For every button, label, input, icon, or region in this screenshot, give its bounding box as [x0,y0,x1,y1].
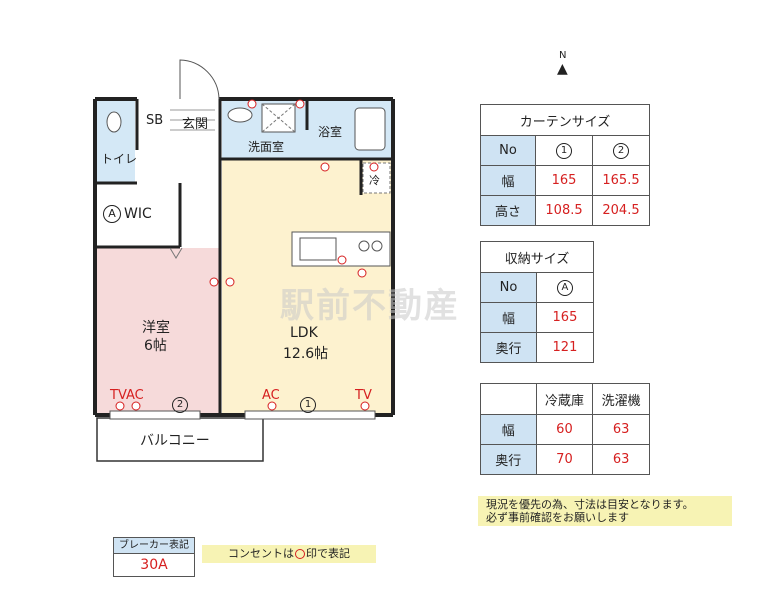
storage-table-title: 収納サイズ [480,241,594,273]
room-label-sb: SB [146,113,164,128]
table-row: 奥行 121 [480,332,595,363]
storage-table-header-no: No [480,272,537,303]
storage-table-header-a: A [535,272,595,303]
appliance-cell: 63 [592,444,650,475]
storage-cell: 165 [535,302,595,333]
appliance-table-corner [480,383,537,415]
appliance-row-label: 奥行 [480,444,537,475]
table-row: 奥行 70 63 [480,444,650,475]
room-label-bath: 浴室 [318,125,343,139]
stove-burner [371,240,383,252]
room-label-toilet: トイレ [101,152,138,166]
wic-marker: A [103,205,121,223]
curtain-row-label: 幅 [479,165,537,196]
breaker-box: ブレーカー表記 30A [113,537,195,577]
bathtub [354,107,386,151]
storage-row-label: 幅 [480,302,537,333]
compass-arrow-icon: ▲ [557,61,568,77]
curtain-cell: 165 [535,165,593,196]
table-row: 幅 60 63 [480,414,650,445]
floor-plan: SB 玄関 洗面室 浴室 トイレ A WIC 洋室 6帖 LDK 12.6帖 バ… [93,59,460,462]
label-ac-ldk: AC [262,388,280,403]
storage-cell: 121 [535,332,595,363]
fridge-label: 冷 [369,174,380,187]
room-label-western-name: 洋室 [142,320,170,336]
room-label-entrance: 玄関 [182,117,209,132]
appliance-cell: 63 [592,414,650,445]
dimension-note: 現況を優先の為、寸法は目安となります。 必ず事前確認をお願いします [478,496,732,526]
curtain-cell: 165.5 [592,165,650,196]
wash-basin [227,107,253,123]
room-label-wic: WIC [124,206,152,222]
table-row: 幅 165 165.5 [479,165,650,196]
western-room [97,248,219,413]
stove-burner [358,240,370,252]
ldk-room [222,160,391,413]
window-west [109,410,201,420]
table-row: 幅 165 [480,302,595,333]
curtain-table-header-1: 1 [535,135,593,166]
appliance-size-table: 冷蔵庫 洗濯機 幅 60 63 奥行 70 63 [480,383,650,475]
storage-row-label: 奥行 [480,332,537,363]
storage-size-table: 収納サイズ No A 幅 165 奥行 121 [480,241,595,363]
appliance-cell: 60 [535,414,594,445]
room-label-balcony: バルコニー [140,433,210,449]
appliance-cell: 70 [535,444,594,475]
appliance-table-header-washer: 洗濯機 [592,383,650,415]
curtain-row-label: 高さ [479,195,537,226]
appliance-row-label: 幅 [480,414,537,445]
label-tvac-western: TVAC [110,388,144,403]
watermark: 駅前不動産 [280,286,460,326]
room-label-western-size: 6帖 [144,338,167,354]
label-tv-ldk: TV [355,388,372,403]
curtain-cell: 108.5 [535,195,593,226]
curtain-table-title: カーテンサイズ [480,104,650,136]
room-label-ldk-name: LDK [290,325,318,341]
dimension-note-line1: 現況を優先の為、寸法は目安となります。 [486,498,694,511]
window-number-2: 2 [172,397,188,413]
appliance-table-header-fridge: 冷蔵庫 [535,383,594,415]
curtain-table-header-2: 2 [592,135,650,166]
breaker-value: 30A [113,554,195,577]
room-label-washroom: 洗面室 [248,140,285,154]
balcony [96,417,264,462]
outlet-icon [115,99,379,411]
breaker-label: ブレーカー表記 [113,537,195,554]
toilet-bowl [106,111,122,133]
outlet-note-suffix: 印で表記 [306,547,350,560]
outlet-icon [295,549,305,559]
compass-n-label: N [559,50,567,61]
kitchen-sink [299,237,337,261]
outlet-note-prefix: コンセントは [228,547,294,560]
window-number-1: 1 [300,397,316,413]
table-row: 高さ 108.5 204.5 [479,195,650,226]
curtain-table-header-no: No [479,135,537,166]
dimension-note-line2: 必ず事前確認をお願いします [486,511,629,524]
curtain-size-table: カーテンサイズ No 1 2 幅 165 165.5 高さ 108.5 204.… [479,104,650,226]
outlet-note: コンセントは印で表記 [202,545,376,563]
room-label-ldk-size: 12.6帖 [283,346,329,362]
curtain-cell: 204.5 [592,195,650,226]
